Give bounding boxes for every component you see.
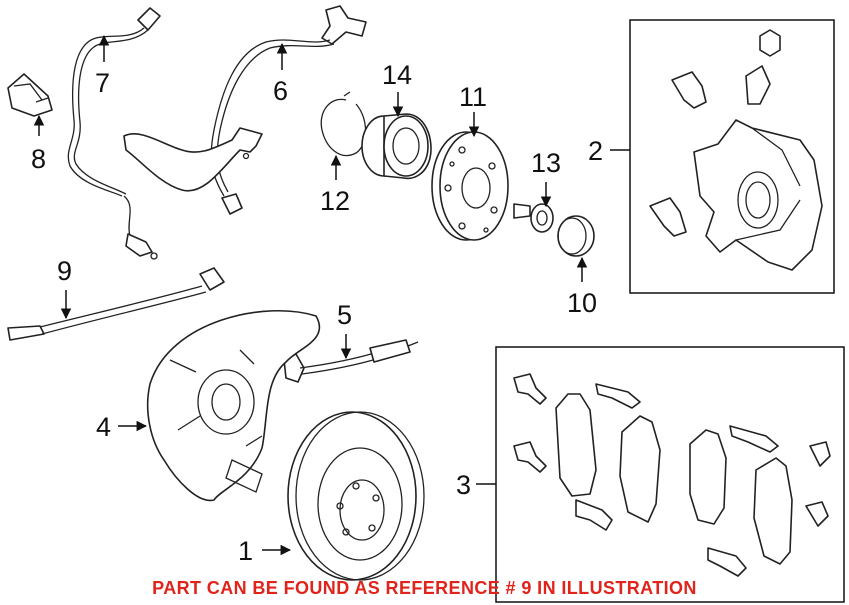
leader-lines [33,34,630,556]
brake-pad-group-frame [495,346,845,603]
part-2-caliper-assembly[interactable] [649,29,823,271]
reference-note: PART CAN BE FOUND AS REFERENCE # 9 IN IL… [152,578,697,598]
part-5-wear-sensor[interactable] [283,339,419,383]
callout-10: 10 [567,288,597,318]
part-11-wheel-hub[interactable] [431,131,509,241]
callout-labels: 1 2 3 4 5 6 7 8 9 10 11 12 13 14 [31,60,603,566]
part-8-bracket[interactable] [7,73,53,117]
callout-1: 1 [238,536,253,566]
part-9-wear-sensor[interactable] [7,267,225,341]
part-3-brake-pad-kit[interactable] [513,373,831,577]
callout-8: 8 [31,144,46,174]
caliper-group-frame [629,19,835,294]
callout-6: 6 [273,76,288,106]
part-7-sensor-wire[interactable] [67,7,161,260]
callout-14: 14 [382,60,412,90]
callout-7: 7 [95,68,110,98]
callout-4: 4 [96,412,111,442]
part-13-axle-bolt[interactable] [513,203,554,233]
callout-11: 11 [459,82,487,112]
callout-12: 12 [320,186,350,216]
callout-3: 3 [456,470,471,500]
part-1-brake-rotor[interactable] [287,411,425,581]
part-12-snap-ring[interactable] [320,91,367,157]
part-10-dust-cap[interactable] [557,215,595,257]
part-6-sensor-wire[interactable] [123,5,367,215]
part-4-dust-shield[interactable] [146,309,321,502]
callout-9: 9 [57,256,72,286]
part-14-wheel-bearing[interactable] [361,113,432,180]
callout-2: 2 [588,136,603,166]
callout-13: 13 [531,148,561,178]
callout-5: 5 [337,300,352,330]
